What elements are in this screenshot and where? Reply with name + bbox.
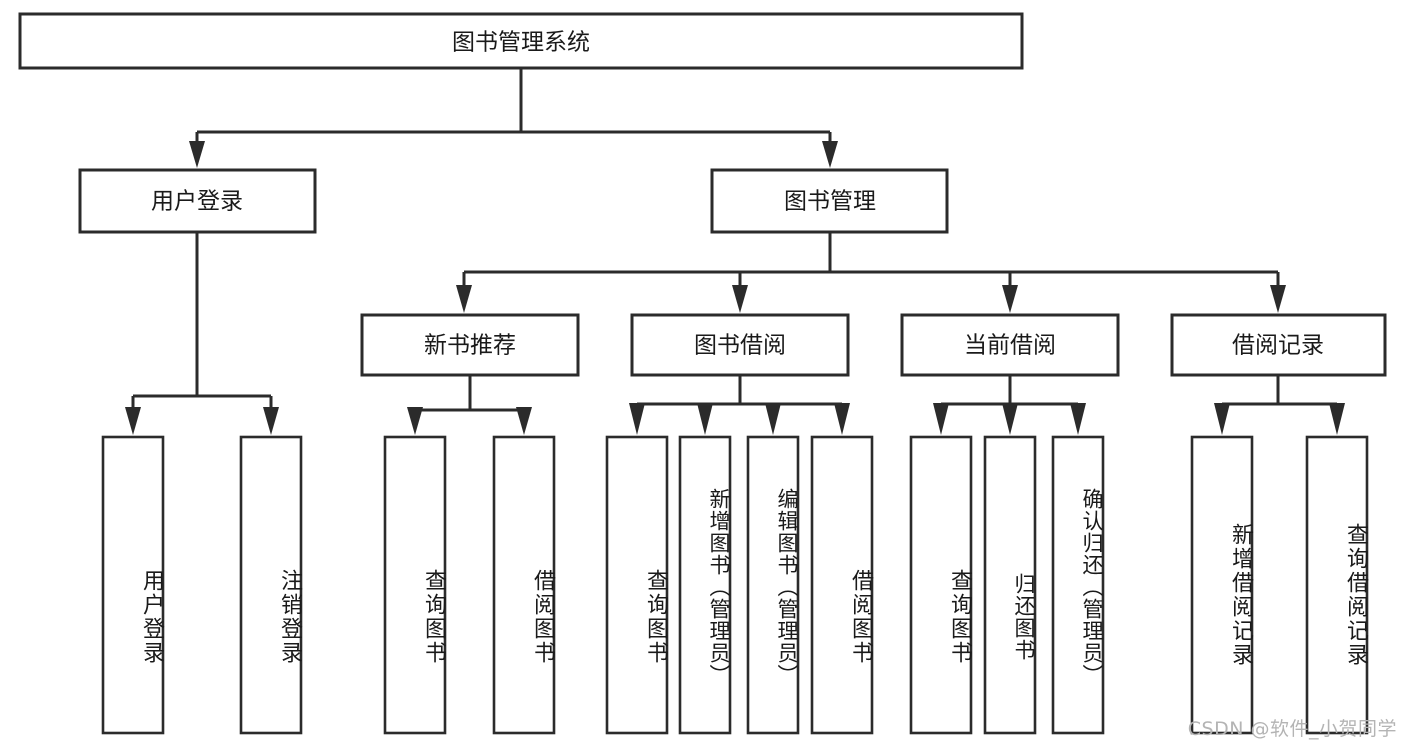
leaf-label-current-borrow-1: 查询图书: [947, 568, 972, 665]
node-user-login-label: 用户登录: [151, 189, 243, 215]
arrow-leaf-a2: [263, 407, 279, 435]
node-root-label: 图书管理系统: [452, 30, 590, 56]
leaf-label-new-book-1: 查询图书: [421, 568, 446, 665]
leaf-box-borrow-record-2[interactable]: [1305, 435, 1369, 735]
node-borrow-record-box[interactable]: [1170, 313, 1387, 377]
connectors-current-borrow-to-leaves: [933, 375, 1086, 435]
arrow-leaf-b2: [516, 407, 532, 435]
arrow-leaf-b1: [407, 407, 423, 435]
node-root[interactable]: 图书管理系统: [18, 12, 1024, 70]
node-current-borrow-box[interactable]: [900, 313, 1120, 377]
arrow-leaf-d2: [1002, 403, 1018, 435]
leaf-label-user-login-1: 用户登录: [139, 568, 164, 665]
leaf-box-book-borrow-1[interactable]: [605, 435, 669, 735]
leaf-box-book-borrow-4[interactable]: [810, 435, 874, 735]
leaf-label-book-borrow-2: 新增图书（管理员）: [707, 488, 731, 686]
arrow-book-borrow: [732, 285, 748, 313]
arrow-leaf-e2: [1329, 403, 1345, 435]
node-new-book-recommend[interactable]: 新书推荐: [360, 313, 580, 377]
node-book-borrow-label: 图书借阅: [694, 333, 786, 359]
node-user-login[interactable]: 用户登录: [78, 168, 317, 234]
leaf-box-book-borrow-3[interactable]: [746, 435, 800, 735]
node-borrow-record[interactable]: 借阅记录: [1170, 313, 1387, 377]
leaf-box-borrow-record-1[interactable]: [1190, 435, 1254, 735]
connectors-new-book-to-leaves: [407, 375, 532, 435]
arrow-leaf-c1: [629, 403, 645, 435]
node-borrow-record-label: 借阅记录: [1232, 333, 1324, 359]
leaf-box-book-borrow-2[interactable]: [678, 435, 732, 735]
leaf-box-current-borrow-3[interactable]: [1051, 435, 1105, 735]
node-current-borrow-label: 当前借阅: [964, 333, 1056, 359]
leaf-label-book-borrow-3: 编辑图书（管理员）: [775, 488, 799, 686]
leaf-label-current-borrow-2: 归还图书: [1012, 572, 1036, 661]
connectors-book-borrow-to-leaves: [629, 375, 850, 435]
node-book-manage-label: 图书管理: [784, 189, 876, 215]
leaf-label-borrow-record-2: 查询借阅记录: [1343, 523, 1368, 667]
leaf-box-current-borrow-1[interactable]: [909, 435, 973, 735]
leaf-box-new-book-2[interactable]: [492, 435, 556, 735]
leaf-label-borrow-record-1: 新增借阅记录: [1228, 523, 1253, 667]
node-book-borrow[interactable]: 图书借阅: [630, 313, 850, 377]
arrow-user-login: [189, 141, 205, 168]
arrow-leaf-c4: [834, 403, 850, 435]
leaf-label-current-borrow-3: 确认归还（管理员）: [1080, 488, 1104, 686]
arrow-borrow-record: [1270, 285, 1286, 313]
leaf-box-user-login-1[interactable]: [101, 435, 165, 735]
arrow-leaf-c3: [765, 403, 781, 435]
arrow-leaf-d1: [933, 403, 949, 435]
leaf-box-new-book-1[interactable]: [383, 435, 447, 735]
arrow-leaf-d3: [1070, 403, 1086, 435]
leaf-label-book-borrow-4: 借阅图书: [848, 568, 873, 665]
node-book-manage[interactable]: 图书管理: [710, 168, 949, 234]
arrow-leaf-c2: [697, 403, 713, 435]
connectors-root-to-level2: [189, 68, 838, 168]
leaf-label-book-borrow-1: 查询图书: [643, 568, 668, 665]
arrow-new-book: [456, 285, 472, 313]
csdn-watermark: CSDN @软件_小贺同学: [1187, 718, 1397, 740]
connectors-borrow-record-to-leaves: [1214, 375, 1345, 435]
node-book-borrow-box[interactable]: [630, 313, 850, 377]
leaf-box-user-login-2[interactable]: [239, 435, 303, 735]
leaf-boxes: [101, 435, 1369, 735]
node-new-book-recommend-label: 新书推荐: [424, 333, 516, 359]
connectors-user-login-to-leaves: [125, 232, 279, 435]
leaf-label-new-book-2: 借阅图书: [530, 568, 555, 665]
node-current-borrow[interactable]: 当前借阅: [900, 313, 1120, 377]
node-root-box[interactable]: [18, 12, 1024, 70]
leaf-label-user-login-2: 注销登录: [277, 568, 302, 665]
arrow-leaf-a1: [125, 407, 141, 435]
arrow-current-borrow: [1002, 285, 1018, 313]
node-new-book-recommend-box[interactable]: [360, 313, 580, 377]
leaf-box-current-borrow-2[interactable]: [983, 435, 1037, 735]
connectors-book-manage-to-level3: [456, 232, 1286, 313]
arrow-book-manage: [822, 141, 838, 168]
node-book-manage-box[interactable]: [710, 168, 949, 234]
arrow-leaf-e1: [1214, 403, 1230, 435]
node-user-login-box[interactable]: [78, 168, 317, 234]
